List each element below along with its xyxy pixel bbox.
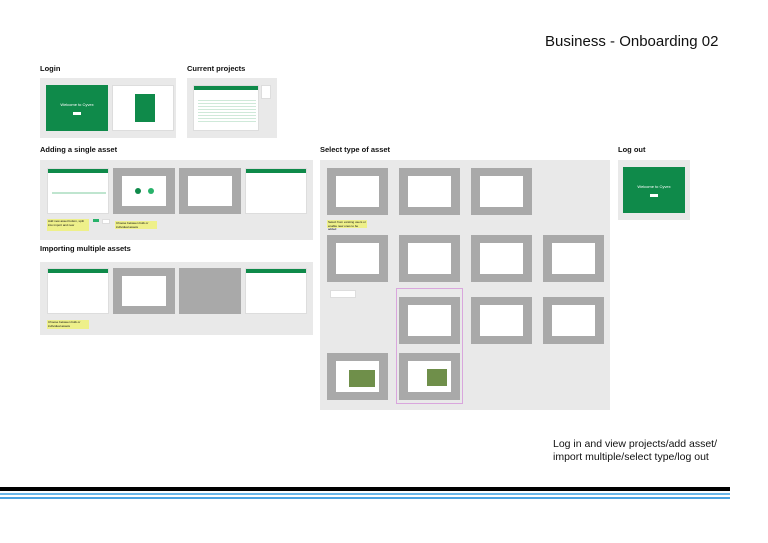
section-label-current-projects: Current projects [187,64,246,73]
summary-line-2: import multiple/select type/log out [553,451,709,463]
projects-screen[interactable] [193,85,259,131]
sticky-note: Choose between bulk or individual assets [47,320,89,329]
welcome-text: Welcome to Cyvex [637,184,671,190]
divider-black [0,487,730,491]
login-form [135,94,155,122]
type-screen[interactable] [471,235,532,282]
logout-panel: Welcome to Cyvex [618,160,690,220]
section-label-adding-single-asset: Adding a single asset [40,145,118,154]
type-screen[interactable] [471,297,532,344]
section-label-login: Login [40,64,61,73]
type-screen[interactable] [399,235,460,282]
type-screen[interactable] [399,168,460,215]
login-button[interactable] [650,193,658,197]
logout-welcome-screen[interactable]: Welcome to Cyvex [623,167,685,213]
welcome-screen[interactable]: Welcome to Cyvex [46,85,108,131]
login-screen[interactable] [112,85,174,131]
selection-frame [396,288,463,404]
section-label-log-out: Log out [618,145,646,154]
section-label-importing-multiple: Importing multiple assets [40,244,131,253]
section-label-select-type: Select type of asset [320,145,391,154]
menu-sample [102,219,110,224]
projects-menu [261,85,271,99]
type-screen[interactable] [471,168,532,215]
asset-screen-1[interactable] [47,168,109,214]
select-type-panel: Select from existing users or enable new… [320,160,610,410]
divider-blue-2 [0,497,730,499]
type-screen[interactable] [399,297,460,344]
type-screen[interactable] [543,235,604,282]
asset-screen-4[interactable] [245,168,307,214]
welcome-text: Welcome to Cyvex [60,102,94,108]
type-screen[interactable] [327,235,388,282]
divider-blue-1 [0,493,730,495]
importing-panel: Choose between bulk or individual assets [40,262,313,335]
asset-screen-2[interactable] [113,168,175,214]
button-sample [93,219,99,222]
sticky-note: Select from existing users or enable new… [327,220,367,232]
asset-screen-3[interactable] [179,168,241,214]
board-title: Business - Onboarding 02 [545,33,719,50]
login-button[interactable] [73,111,81,115]
import-screen-1[interactable] [47,268,109,314]
projects-panel [187,78,277,138]
adding-asset-panel: Add new asset button, split into import … [40,160,313,240]
summary-line-1: Log in and view projects/add asset/ [553,438,718,450]
tooltip-sample [330,290,356,298]
import-screen-4[interactable] [245,268,307,314]
sticky-note: Choose between bulk or individual assets [115,221,157,229]
login-panel: Welcome to Cyvex [40,78,176,138]
map-screen[interactable] [327,353,388,400]
type-screen[interactable] [543,297,604,344]
import-screen-2[interactable] [113,268,175,314]
type-screen[interactable] [327,168,388,215]
sticky-note: Add new asset button, split into import … [47,219,89,231]
map-screen[interactable] [399,353,460,400]
summary-text: Log in and view projects/add asset/ impo… [553,438,717,464]
import-screen-3[interactable] [179,268,241,314]
